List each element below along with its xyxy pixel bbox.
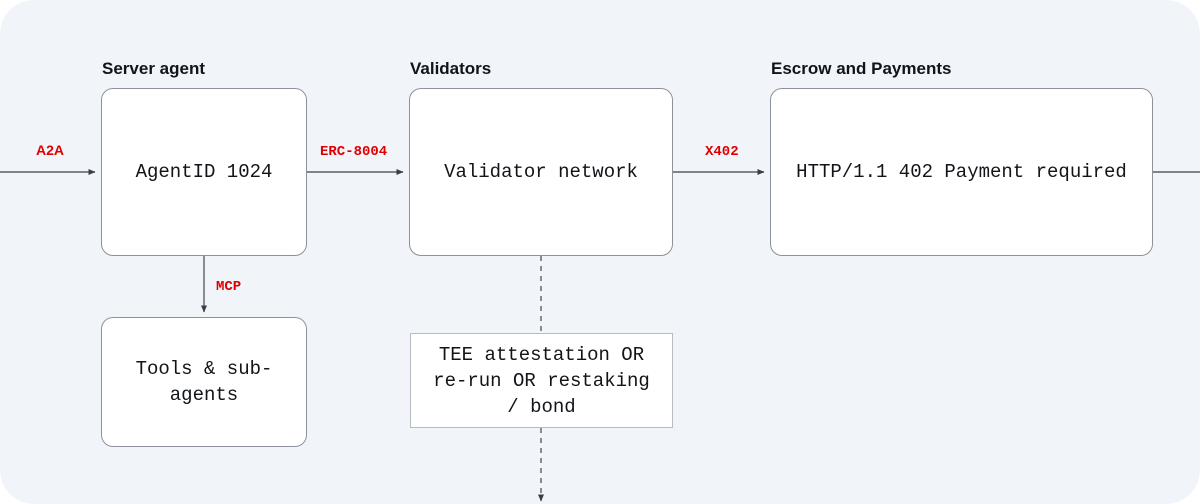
node-validator-network[interactable]: Validator network [409, 88, 673, 256]
node-agent-id[interactable]: AgentID 1024 [101, 88, 307, 256]
node-http-402-label: HTTP/1.1 402 Payment required [796, 161, 1127, 183]
edge-label-x402: X402 [705, 144, 739, 160]
edge-label-mcp: MCP [216, 279, 242, 295]
edge-label-a2a: A2A [36, 142, 65, 158]
node-agent-id-label: AgentID 1024 [135, 161, 273, 183]
group-title-escrow-and-payments: Escrow and Payments [771, 59, 952, 78]
node-tee-attestation-label: TEE attestation OR re-run OR restaking /… [433, 343, 650, 418]
node-tools-sub-agents-label: Tools & sub- agents [135, 358, 273, 406]
edge-label-erc-8004: ERC-8004 [320, 144, 388, 160]
node-validator-network-label: Validator network [444, 161, 638, 183]
node-http-402[interactable]: HTTP/1.1 402 Payment required [770, 88, 1153, 256]
node-tee-attestation[interactable]: TEE attestation OR re-run OR restaking /… [410, 333, 673, 428]
node-tools-sub-agents[interactable]: Tools & sub- agents [101, 317, 307, 447]
group-title-server-agent: Server agent [102, 59, 205, 78]
group-title-validators: Validators [410, 59, 492, 78]
